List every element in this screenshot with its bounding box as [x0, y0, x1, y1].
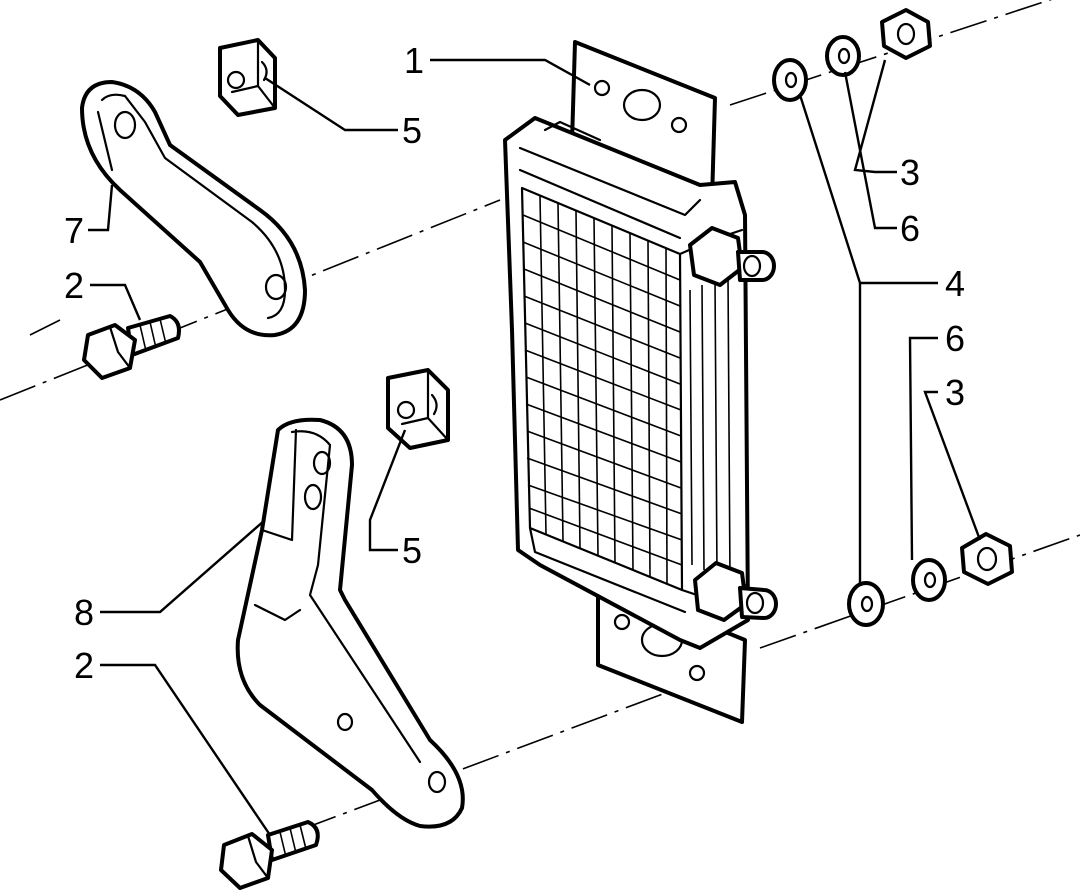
callout-6-upper: 6	[900, 208, 920, 249]
lower-clip-nut	[386, 368, 450, 450]
lower-bracket	[235, 417, 465, 829]
radiator-fin-grid	[522, 195, 683, 585]
callout-4: 4	[945, 263, 965, 304]
lower-nut-3	[960, 532, 1014, 586]
lower-washer-4	[847, 581, 885, 627]
lower-washer-6	[911, 558, 947, 602]
upper-clip-nut	[218, 38, 277, 117]
upper-bolt	[82, 314, 181, 380]
upper-washer-6	[825, 35, 861, 77]
callout-1: 1	[404, 40, 424, 81]
callout-2-lower: 2	[74, 645, 94, 686]
callout-8: 8	[74, 592, 94, 633]
upper-nut-3	[880, 8, 932, 60]
callout-3-lower: 3	[945, 372, 965, 413]
upper-washer-4	[772, 58, 808, 102]
callout-3-upper: 3	[900, 152, 920, 193]
callout-leader-lines	[88, 58, 982, 836]
callout-5-lower: 5	[402, 530, 422, 571]
callout-labels: 1 5 7 2 3 6 4 6 3 5 8 2	[64, 40, 965, 686]
callout-6-lower: 6	[945, 318, 965, 359]
callout-2-upper: 2	[64, 265, 84, 306]
callout-5-upper: 5	[402, 110, 422, 151]
upper-bracket	[80, 80, 307, 338]
callout-7: 7	[64, 210, 84, 251]
lower-bolt	[219, 820, 320, 890]
oil-cooler-radiator	[503, 40, 778, 724]
